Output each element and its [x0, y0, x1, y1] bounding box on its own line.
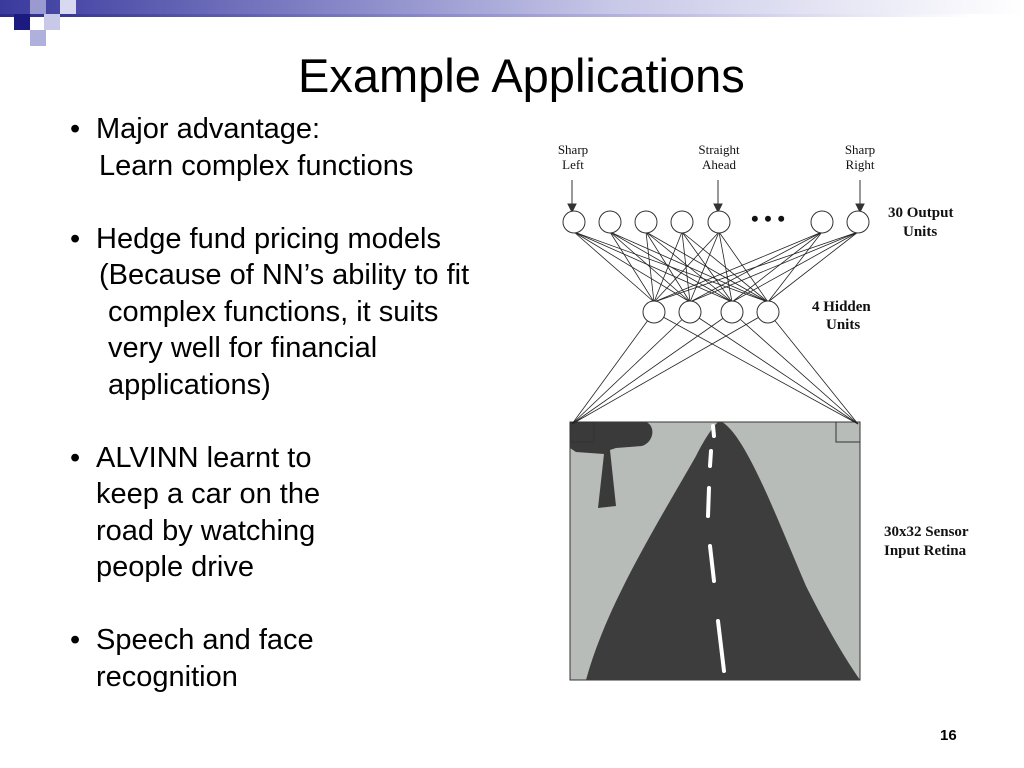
connection-line	[718, 231, 769, 303]
label-hidden-units-1: 4 Hidden	[812, 299, 871, 315]
bullet-line: complex functions, it suits	[108, 295, 439, 328]
bullet-speech-face: Speech and face recognition	[70, 622, 540, 695]
bullet-line: recognition	[96, 660, 238, 693]
output-unit	[598, 210, 622, 234]
road-lane-markings	[706, 424, 726, 673]
decor-square-4	[30, 30, 46, 46]
bullet-line: applications)	[108, 368, 271, 401]
label-output-units-2: Units	[903, 224, 937, 240]
label-sharp-left-1: Sharp	[558, 142, 588, 157]
bullet-line: keep a car on the	[96, 478, 321, 510]
bullet-line: very well for financial	[108, 332, 378, 364]
connection-line	[731, 231, 823, 303]
output-units	[562, 210, 870, 234]
slide-title: Example Applications	[298, 49, 745, 102]
connection-line	[689, 231, 859, 303]
label-sharp-left-2: Left	[562, 157, 584, 172]
output-hidden-connections	[573, 231, 859, 303]
bullet-line: Speech and face	[96, 624, 314, 656]
connection-line	[731, 231, 859, 303]
road-shape	[586, 422, 860, 680]
connection-line	[573, 231, 733, 303]
hidden-unit	[720, 300, 744, 324]
page-number: 16	[940, 727, 957, 744]
label-sharp-right-2: Right	[846, 157, 875, 172]
output-unit	[810, 210, 834, 234]
bullet-line: people drive	[96, 551, 254, 583]
alvinn-network-figure: Sharp Left Straight Ahead Sharp Right • …	[546, 136, 996, 686]
label-input-retina-1: 30x32 Sensor	[884, 524, 969, 540]
output-unit	[634, 210, 658, 234]
output-unit	[670, 210, 694, 234]
hidden-unit	[642, 300, 666, 324]
hidden-unit	[756, 300, 780, 324]
output-unit	[846, 210, 870, 234]
connection-line	[689, 231, 720, 303]
label-sharp-right-1: Sharp	[845, 142, 875, 157]
output-unit	[707, 210, 731, 234]
connection-line	[653, 231, 859, 303]
bullet-line: Learn complex functions	[99, 149, 414, 182]
hidden-input-connections	[571, 311, 859, 425]
label-hidden-units-2: Units	[826, 317, 860, 333]
connection-line	[718, 231, 733, 303]
connection-line	[645, 231, 655, 303]
banner-line	[0, 14, 1024, 17]
bullet-major-advantage: Major advantage: Learn complex functions	[70, 111, 540, 184]
hidden-unit	[678, 300, 702, 324]
network-diagram: Sharp Left Straight Ahead Sharp Right • …	[558, 142, 969, 681]
label-straight-ahead-1: Straight	[698, 142, 740, 157]
roadside-tree	[570, 422, 653, 508]
connection-line	[653, 231, 683, 303]
bullet-line: Hedge fund pricing models	[96, 222, 441, 255]
corner-pixel-right	[835, 421, 861, 443]
decor-square-1	[14, 14, 30, 30]
decor-square-5	[60, 0, 76, 14]
title-banner	[0, 0, 1024, 16]
connection-line	[609, 231, 733, 303]
bullet-line: Major advantage:	[96, 113, 321, 145]
connection-line	[573, 231, 655, 303]
ellipsis-dots: • • •	[751, 206, 785, 231]
bullet-line: (Because of NN’s ability to fit	[99, 259, 470, 291]
label-output-units-1: 30 Output	[888, 205, 953, 221]
label-straight-ahead-2: Ahead	[702, 157, 736, 172]
hidden-units	[642, 300, 780, 324]
bullet-line: road by watching	[96, 514, 316, 547]
output-arrows	[567, 180, 865, 214]
bullet-hedge-fund: Hedge fund pricing models (Because of NN…	[70, 221, 540, 404]
connection-line	[653, 231, 823, 303]
connection-line	[609, 231, 655, 303]
connection-line	[653, 231, 720, 303]
output-unit	[562, 210, 586, 234]
label-input-retina-2: Input Retina	[884, 543, 967, 559]
decor-square-2	[30, 0, 46, 14]
bullet-alvinn: ALVINN learnt to keep a car on the road …	[70, 440, 540, 586]
corner-pixel-left	[569, 421, 595, 443]
bullet-line: ALVINN learnt to	[96, 441, 312, 474]
connection-line	[681, 231, 733, 303]
connection-line	[767, 231, 859, 303]
decor-square-3	[44, 14, 60, 30]
bullet-list: Major advantage: Learn complex functions…	[70, 111, 540, 732]
